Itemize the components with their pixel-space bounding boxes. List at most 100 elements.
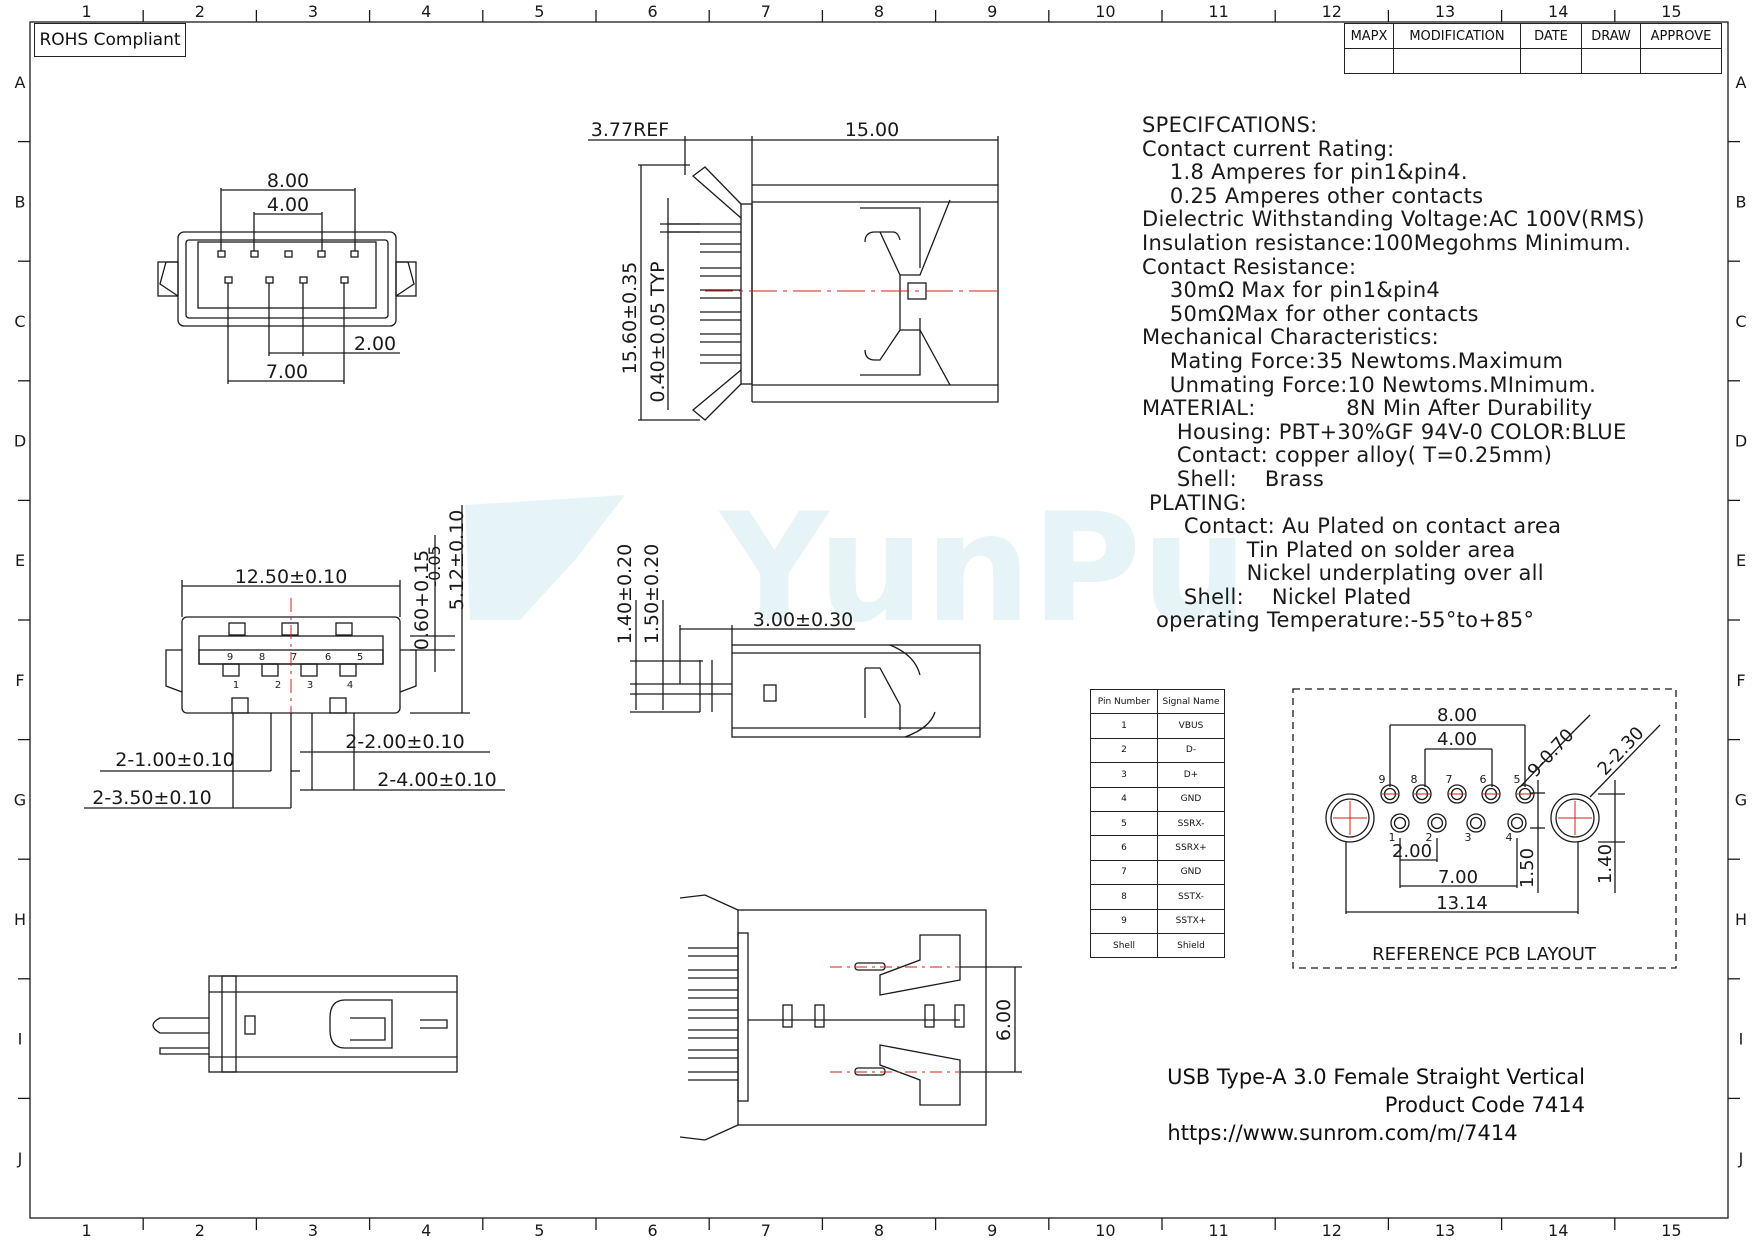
frame-col-label-bottom: 9 xyxy=(987,1221,997,1240)
revision-cell xyxy=(1393,48,1521,74)
frame-row-label-right: B xyxy=(1736,192,1747,211)
revision-header-date: DATE xyxy=(1520,23,1582,49)
frame-col-label-bottom: 8 xyxy=(874,1221,884,1240)
dim-mid-300: 3.00±0.30 xyxy=(753,609,854,631)
revision-header-draw: DRAW xyxy=(1581,23,1641,49)
face-pin-number: 5 xyxy=(357,652,363,663)
spec-line: 30mΩ Max for pin1&pin4 xyxy=(1142,278,1441,303)
frame-row-label-left: C xyxy=(14,312,25,331)
frame-col-label-top: 10 xyxy=(1095,2,1115,21)
pcb-dim-700: 7.00 xyxy=(1438,867,1478,888)
middle-side-view: 1.40±0.20 1.50±0.20 3.00±0.30 xyxy=(614,544,981,738)
dim-side-height: 15.60±0.35 xyxy=(619,262,641,375)
frame-col-label-bottom: 11 xyxy=(1208,1221,1228,1240)
dim-face-depth-tol: -0.05 xyxy=(425,545,444,586)
signal-name-cell: GND xyxy=(1157,859,1225,886)
face-pin-number: 9 xyxy=(227,652,233,663)
pcb-pin-number: 2 xyxy=(1426,831,1433,844)
spec-line: Contact Resistance: xyxy=(1142,254,1357,279)
revision-header-modification: MODIFICATION xyxy=(1393,23,1521,49)
spec-line: Housing: PBT+30%GF 94V-0 COLOR:BLUE xyxy=(1142,419,1627,444)
revision-cell xyxy=(1344,48,1394,74)
product-url[interactable]: https://www.sunrom.com/m/7414 xyxy=(1167,1121,1518,1145)
pcb-pad xyxy=(1390,813,1410,833)
signal-name-cell: SSTX+ xyxy=(1157,908,1225,934)
pcb-layout-label: REFERENCE PCB LAYOUT xyxy=(1372,944,1597,965)
face-pin-number: 6 xyxy=(325,652,331,663)
frame-row-label-right: A xyxy=(1736,73,1747,92)
spec-line: Nickel underplating over all xyxy=(1142,561,1544,586)
dim-face-2x4: 2-4.00±0.10 xyxy=(377,769,496,791)
face-pin-number: 2 xyxy=(275,680,281,691)
spec-line: Insulation resistance:100Megohms Minimum… xyxy=(1142,230,1632,255)
spec-line: 0.25 Amperes other contacts xyxy=(1142,183,1484,208)
frame-col-label-bottom: 4 xyxy=(421,1221,431,1240)
pin-number-cell: 3 xyxy=(1090,762,1158,788)
spec-line: 50mΩMax for other contacts xyxy=(1142,301,1479,326)
frame-col-label-top: 6 xyxy=(648,2,658,21)
pcb-pad xyxy=(1447,784,1467,804)
dim-face-2x1: 2-1.00±0.10 xyxy=(115,749,234,771)
spec-line: Shell: Nickel Plated xyxy=(1142,584,1412,609)
side-view: 3.77REF 15.00 15.60±0.35 0.40±0.05 TYP xyxy=(588,119,1000,421)
revision-cell xyxy=(1520,48,1582,74)
frame-row-label-left: E xyxy=(15,551,25,570)
frame-col-label-top: 8 xyxy=(874,2,884,21)
signal-name-cell: SSRX+ xyxy=(1157,835,1225,861)
pin-number-cell: 7 xyxy=(1090,859,1158,886)
frame-col-label-bottom: 7 xyxy=(761,1221,771,1240)
pin-number-cell: 8 xyxy=(1090,884,1158,910)
pcb-pad xyxy=(1507,813,1527,833)
revision-empty-row xyxy=(1344,48,1722,74)
pin-number-cell: 6 xyxy=(1090,835,1158,861)
frame-row-label-right: I xyxy=(1739,1030,1744,1049)
frame-col-label-bottom: 1 xyxy=(82,1221,92,1240)
dim-mid-140: 1.40±0.20 xyxy=(614,544,636,645)
frame-col-label-bottom: 10 xyxy=(1095,1221,1115,1240)
frame-col-label-bottom: 15 xyxy=(1661,1221,1681,1240)
frame-row-label-left: F xyxy=(15,671,24,690)
pcb-pin-number: 8 xyxy=(1411,773,1418,786)
dim-bottom-spacing: 6.00 xyxy=(993,999,1015,1041)
spec-line: Mechanical Characteristics: xyxy=(1142,325,1440,350)
frame-row-label-right: D xyxy=(1735,432,1747,451)
frame-row-label-left: A xyxy=(15,73,26,92)
frame-ticks xyxy=(18,10,1740,1230)
frame-col-label-top: 9 xyxy=(987,2,997,21)
dim-face-depth: 0.60+0.15 xyxy=(411,550,433,651)
pin-number-cell: 4 xyxy=(1090,786,1158,812)
frame-col-label-top: 15 xyxy=(1661,2,1681,21)
pcb-dim-200: 2.00 xyxy=(1392,841,1432,862)
pin-number-cell: Shell xyxy=(1090,932,1158,959)
spec-line: 1.8 Amperes for pin1&pin4. xyxy=(1142,160,1468,185)
spec-line: Contact current Rating: xyxy=(1142,136,1395,161)
dim-face-height: 5.12±0.10 xyxy=(446,510,468,611)
revision-cell xyxy=(1581,48,1641,74)
pin-number-cell: 9 xyxy=(1090,908,1158,934)
pcb-pad-hole xyxy=(1510,816,1524,830)
specifications-block: SPECIFCATIONS:Contact current Rating: 1.… xyxy=(1142,113,1645,633)
pcb-dim-1314: 13.14 xyxy=(1436,893,1488,914)
frame-row-label-left: H xyxy=(14,910,26,929)
frame-col-label-top: 4 xyxy=(421,2,431,21)
pin-number-cell: 1 xyxy=(1090,713,1158,739)
pcb-pad-hole xyxy=(1430,816,1444,830)
frame-col-label-bottom: 5 xyxy=(534,1221,544,1240)
frame-row-label-right: H xyxy=(1735,910,1747,929)
dim-side-ref: 3.77REF xyxy=(591,119,669,141)
pcb-pin-number: 7 xyxy=(1446,773,1453,786)
spec-line: Contact: copper alloy( T=0.25mm) xyxy=(1142,443,1553,468)
revision-header-row: MAPX MODIFICATION DATE DRAW APPROVE xyxy=(1344,23,1722,49)
pin-table-header-signal: Signal Name xyxy=(1157,688,1225,715)
face-pin-number: 8 xyxy=(259,652,265,663)
dim-front-span: 7.00 xyxy=(266,361,308,383)
frame-col-label-top: 14 xyxy=(1548,2,1568,21)
pcb-pad xyxy=(1481,784,1501,804)
product-name: USB Type-A 3.0 Female Straight Vertical xyxy=(1167,1065,1585,1089)
